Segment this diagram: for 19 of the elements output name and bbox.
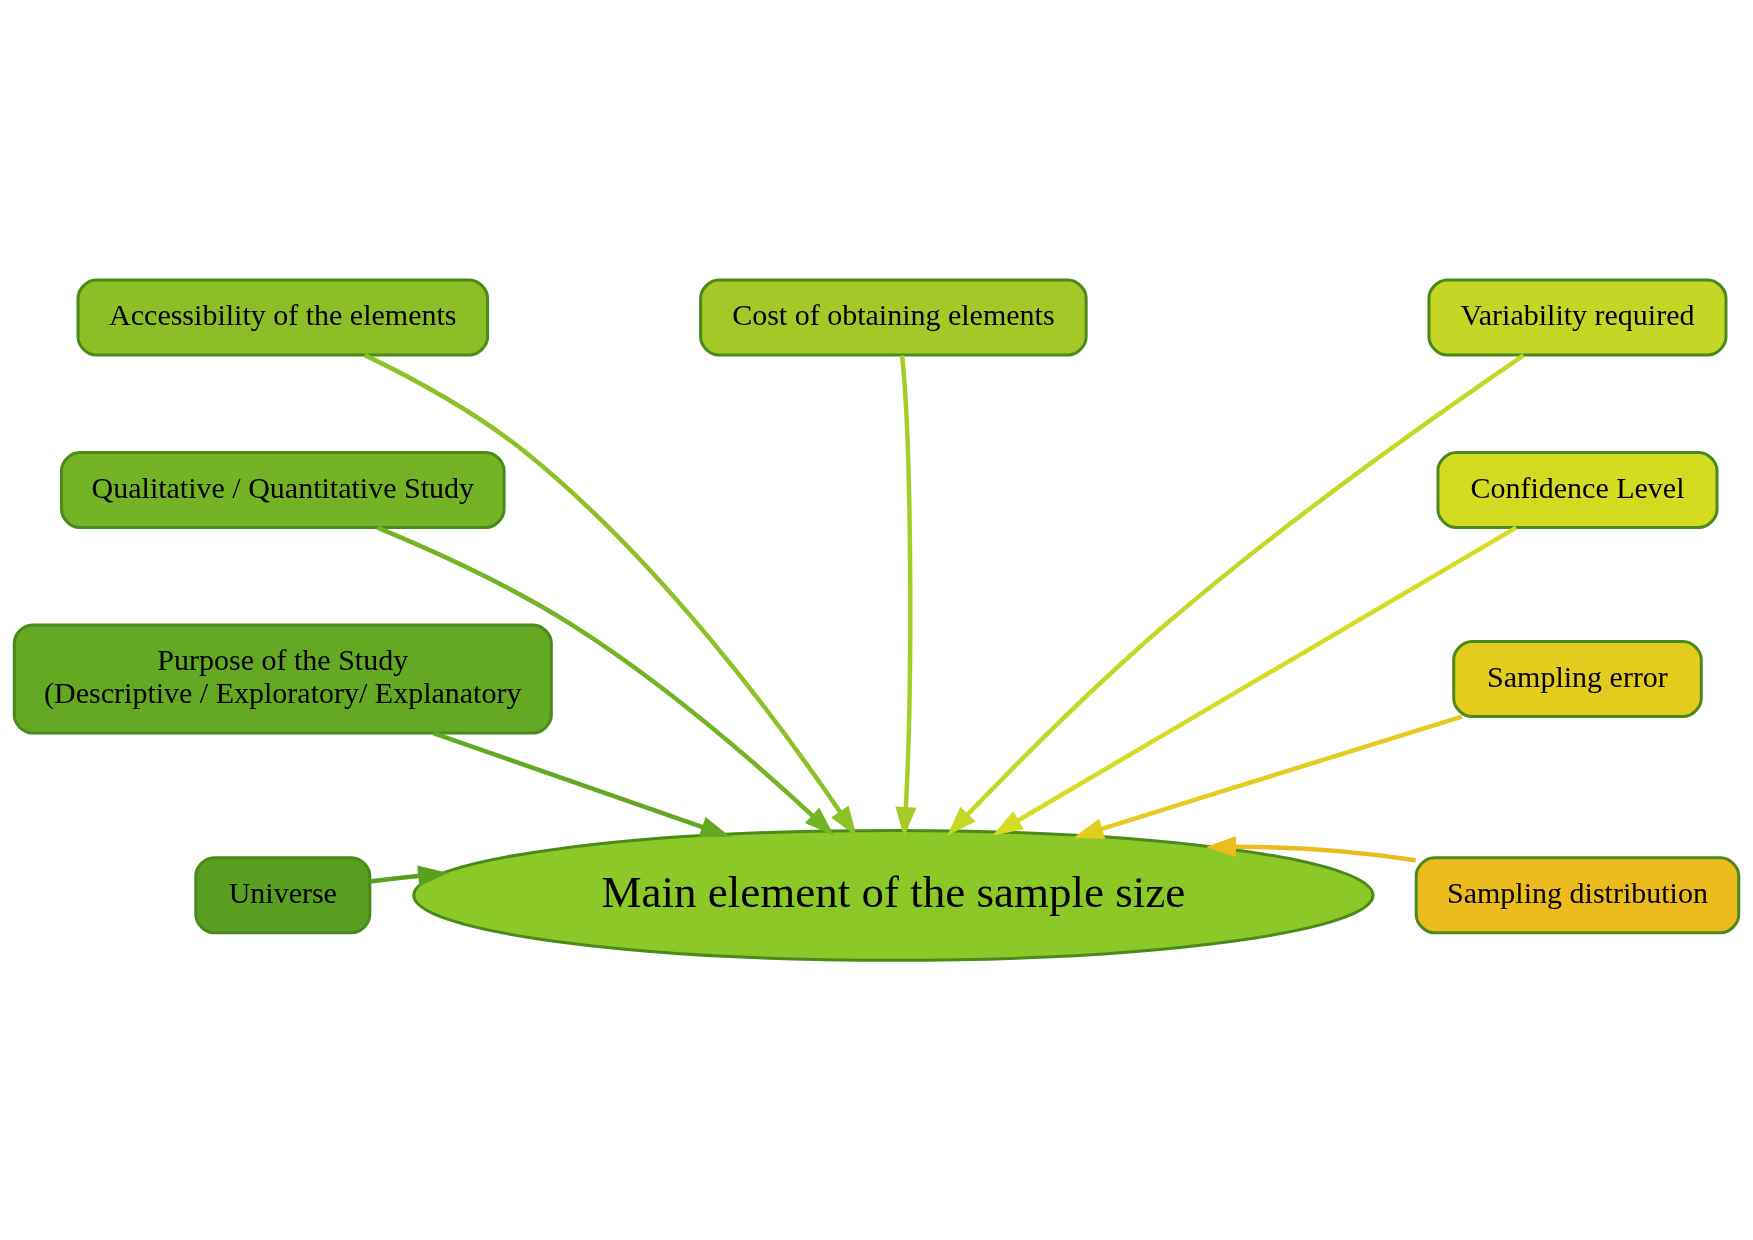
node-box: Sampling error (1452, 640, 1703, 719)
node-box: Confidence Level (1436, 451, 1719, 530)
arrow (363, 353, 857, 837)
node-box: Sampling distribution (1414, 856, 1741, 935)
arrow (1073, 714, 1463, 839)
arrow (369, 865, 449, 887)
arrow (432, 731, 731, 837)
node-ellipse: Main element of the sample size (412, 828, 1375, 962)
arrow (895, 355, 917, 838)
arrow (947, 353, 1525, 836)
arrow (376, 525, 835, 836)
arrow (992, 525, 1518, 836)
node-box: Qualitative / Quantitative Study (60, 451, 506, 530)
node-box: Variability required (1427, 278, 1728, 357)
node-box: Accessibility of the elements (76, 278, 490, 357)
arrow (1205, 836, 1417, 863)
node-box: Cost of obtaining elements (699, 278, 1088, 357)
node-box: Purpose of the Study (Descriptive / Exploratory/ Explanatory (12, 623, 553, 735)
node-box: Universe (194, 856, 372, 935)
